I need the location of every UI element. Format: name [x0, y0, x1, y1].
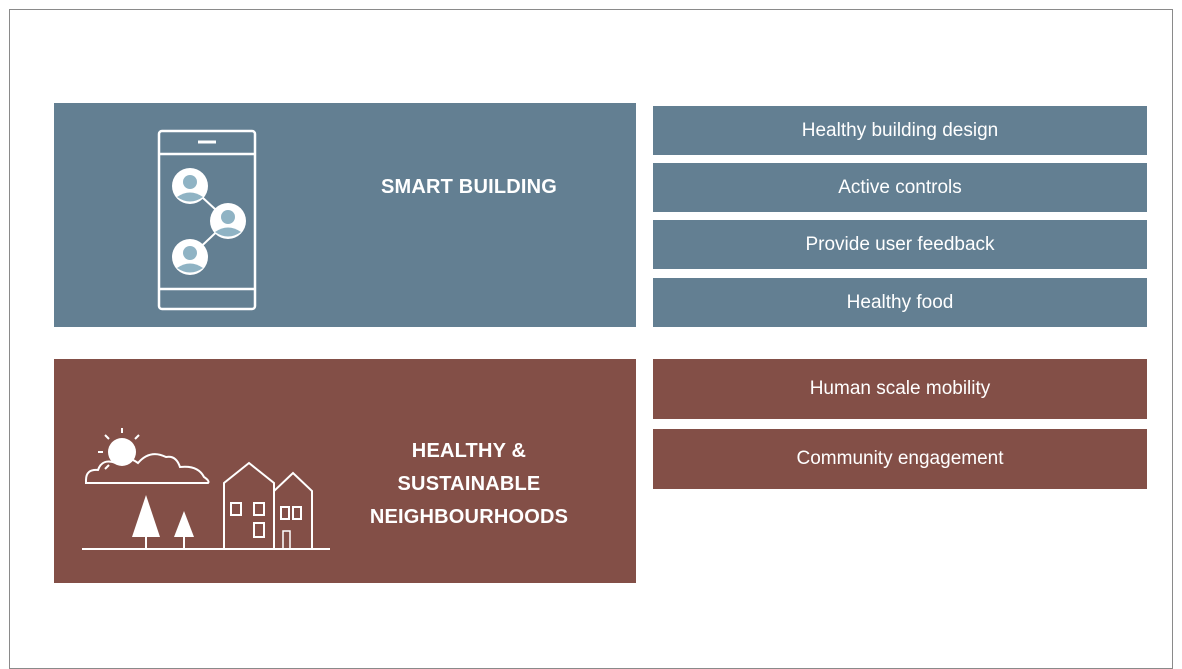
smart-item-healthy-food: Healthy food — [653, 278, 1147, 327]
neighbourhoods-title-line-1: HEALTHY & — [411, 440, 527, 462]
neighbourhoods-title-line-2: SUSTAINABLE — [397, 473, 541, 495]
smart-item-active-controls: Active controls — [653, 163, 1147, 212]
neighbourhood-item-community-engagement: Community engagement — [653, 429, 1147, 489]
smart-building-panel: SMART BUILDING — [54, 103, 636, 327]
houses-trees-sun-cloud-icon — [82, 428, 330, 550]
neighbourhoods-title: HEALTHY & SUSTAINABLE NEIGHBOURHOODS — [344, 435, 594, 534]
smart-item-healthy-building-design: Healthy building design — [653, 106, 1147, 155]
smartphone-network-icon — [157, 129, 257, 311]
neighbourhoods-panel: HEALTHY & SUSTAINABLE NEIGHBOURHOODS — [54, 359, 636, 583]
neighbourhoods-title-line-3: NEIGHBOURHOODS — [369, 506, 569, 528]
neighbourhood-item-human-scale-mobility: Human scale mobility — [653, 359, 1147, 419]
smart-building-title: SMART BUILDING — [380, 176, 558, 198]
smart-item-provide-user-feedback: Provide user feedback — [653, 220, 1147, 269]
